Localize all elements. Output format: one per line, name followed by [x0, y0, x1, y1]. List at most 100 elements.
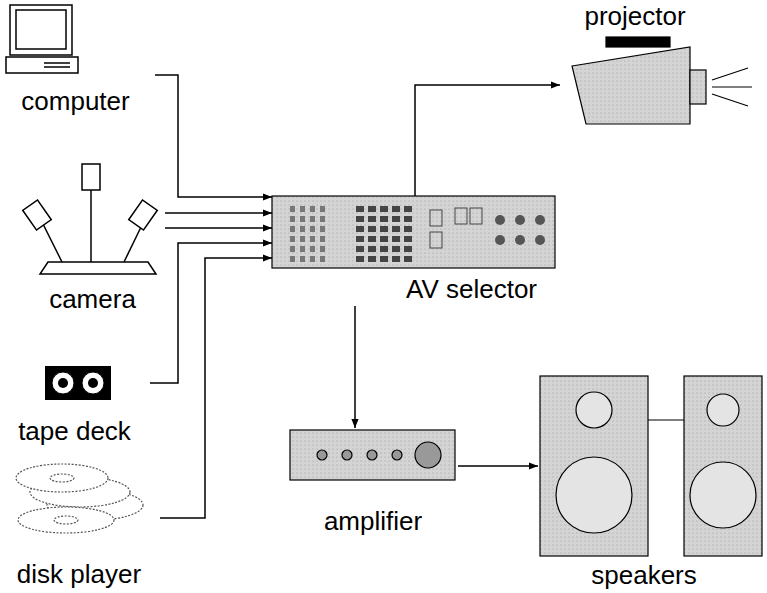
selector-button: [356, 206, 364, 212]
device-label: disk player: [17, 560, 141, 589]
camera-arm: [124, 225, 142, 262]
disk-hole: [50, 474, 74, 482]
selector-button: [320, 206, 325, 212]
device-label: AV selector: [406, 275, 537, 304]
drive-slot: [44, 62, 70, 64]
selector-button: [290, 246, 295, 252]
signal-arrow: [415, 85, 560, 196]
selector-button: [290, 216, 295, 222]
light-ray: [712, 68, 748, 80]
signal-arrow: [155, 75, 272, 197]
knob: [392, 450, 402, 460]
selector-button: [356, 256, 364, 262]
selector-button: [380, 256, 388, 262]
speaker-cabinet: [684, 376, 762, 556]
selector-button: [320, 236, 325, 242]
device-node: disk player: [4, 462, 160, 590]
camera-stand-base: [40, 262, 156, 274]
device-label: computer: [21, 87, 129, 116]
knob: [317, 450, 327, 460]
selector-button: [392, 236, 400, 242]
display-window: [430, 232, 442, 248]
selector-button: [300, 256, 305, 262]
selector-button: [368, 256, 376, 262]
selector-button: [290, 256, 295, 262]
selector-button: [356, 216, 364, 222]
selector-button: [404, 226, 412, 232]
amplifier-icon: [290, 430, 455, 480]
selector-button: [310, 256, 315, 262]
drive-slot: [44, 66, 70, 68]
selector-button: [300, 216, 305, 222]
device-node: speakers: [538, 372, 764, 590]
selector-button: [404, 206, 412, 212]
knob: [342, 450, 352, 460]
device-node: projector: [560, 2, 710, 130]
selector-button: [320, 246, 325, 252]
selector-button: [368, 236, 376, 242]
projector-top: [606, 37, 670, 47]
selector-button: [310, 206, 315, 212]
selector-button: [380, 216, 388, 222]
selector-button: [380, 236, 388, 242]
speaker-wire: [648, 419, 684, 420]
signal-arrow: [160, 258, 272, 518]
computer-base: [6, 57, 78, 73]
signal-arrow: [165, 212, 272, 214]
signal-arrow: [458, 465, 538, 467]
selector-button: [368, 246, 376, 252]
display-window: [470, 208, 482, 224]
display-window: [455, 208, 467, 224]
tape-reel: [52, 372, 74, 394]
selector-button: [392, 206, 400, 212]
selector-knob: [515, 215, 525, 225]
tweeter: [576, 392, 612, 428]
selector-button: [300, 206, 305, 212]
selector-knob: [535, 215, 545, 225]
disk: [18, 507, 114, 533]
selector-button: [300, 236, 305, 242]
camera-body: [23, 200, 52, 230]
selector-button: [300, 246, 305, 252]
selector-knob: [515, 235, 525, 245]
selector-button: [392, 246, 400, 252]
av-selector-panel: [272, 196, 555, 268]
selector-button: [380, 226, 388, 232]
tape-reel-hub: [88, 378, 98, 388]
selector-button: [380, 246, 388, 252]
light-ray: [712, 86, 752, 87]
device-label: camera: [49, 285, 136, 314]
volume-knob: [415, 442, 441, 468]
tape-deck-icon: [45, 366, 111, 400]
camera-pole: [90, 190, 92, 262]
selector-button: [356, 226, 364, 232]
projector-body: [572, 47, 690, 124]
signal-arrow: [150, 243, 272, 383]
av-selector-device: [272, 196, 555, 268]
camera-body: [82, 164, 100, 190]
selector-button: [356, 236, 364, 242]
selector-button: [320, 216, 325, 222]
light-ray: [712, 94, 748, 106]
signal-arrow: [165, 227, 272, 229]
selector-button: [310, 246, 315, 252]
selector-button: [310, 216, 315, 222]
woofer: [690, 462, 756, 528]
tape-deck-body: [45, 366, 111, 400]
selector-knob: [495, 215, 505, 225]
selector-button: [392, 226, 400, 232]
selector-knob: [535, 235, 545, 245]
device-node: computer: [2, 2, 155, 118]
signal-arrow: [354, 306, 356, 428]
device-node: amplifier: [288, 428, 458, 538]
selector-button: [404, 236, 412, 242]
selector-button: [380, 206, 388, 212]
selector-button: [392, 216, 400, 222]
tweeter: [707, 394, 739, 426]
screen: [16, 10, 66, 49]
selector-button: [290, 236, 295, 242]
selector-button: [290, 206, 295, 212]
speakers-icon: [540, 376, 762, 556]
monitor: [10, 5, 72, 55]
device-label: tape deck: [18, 417, 131, 446]
